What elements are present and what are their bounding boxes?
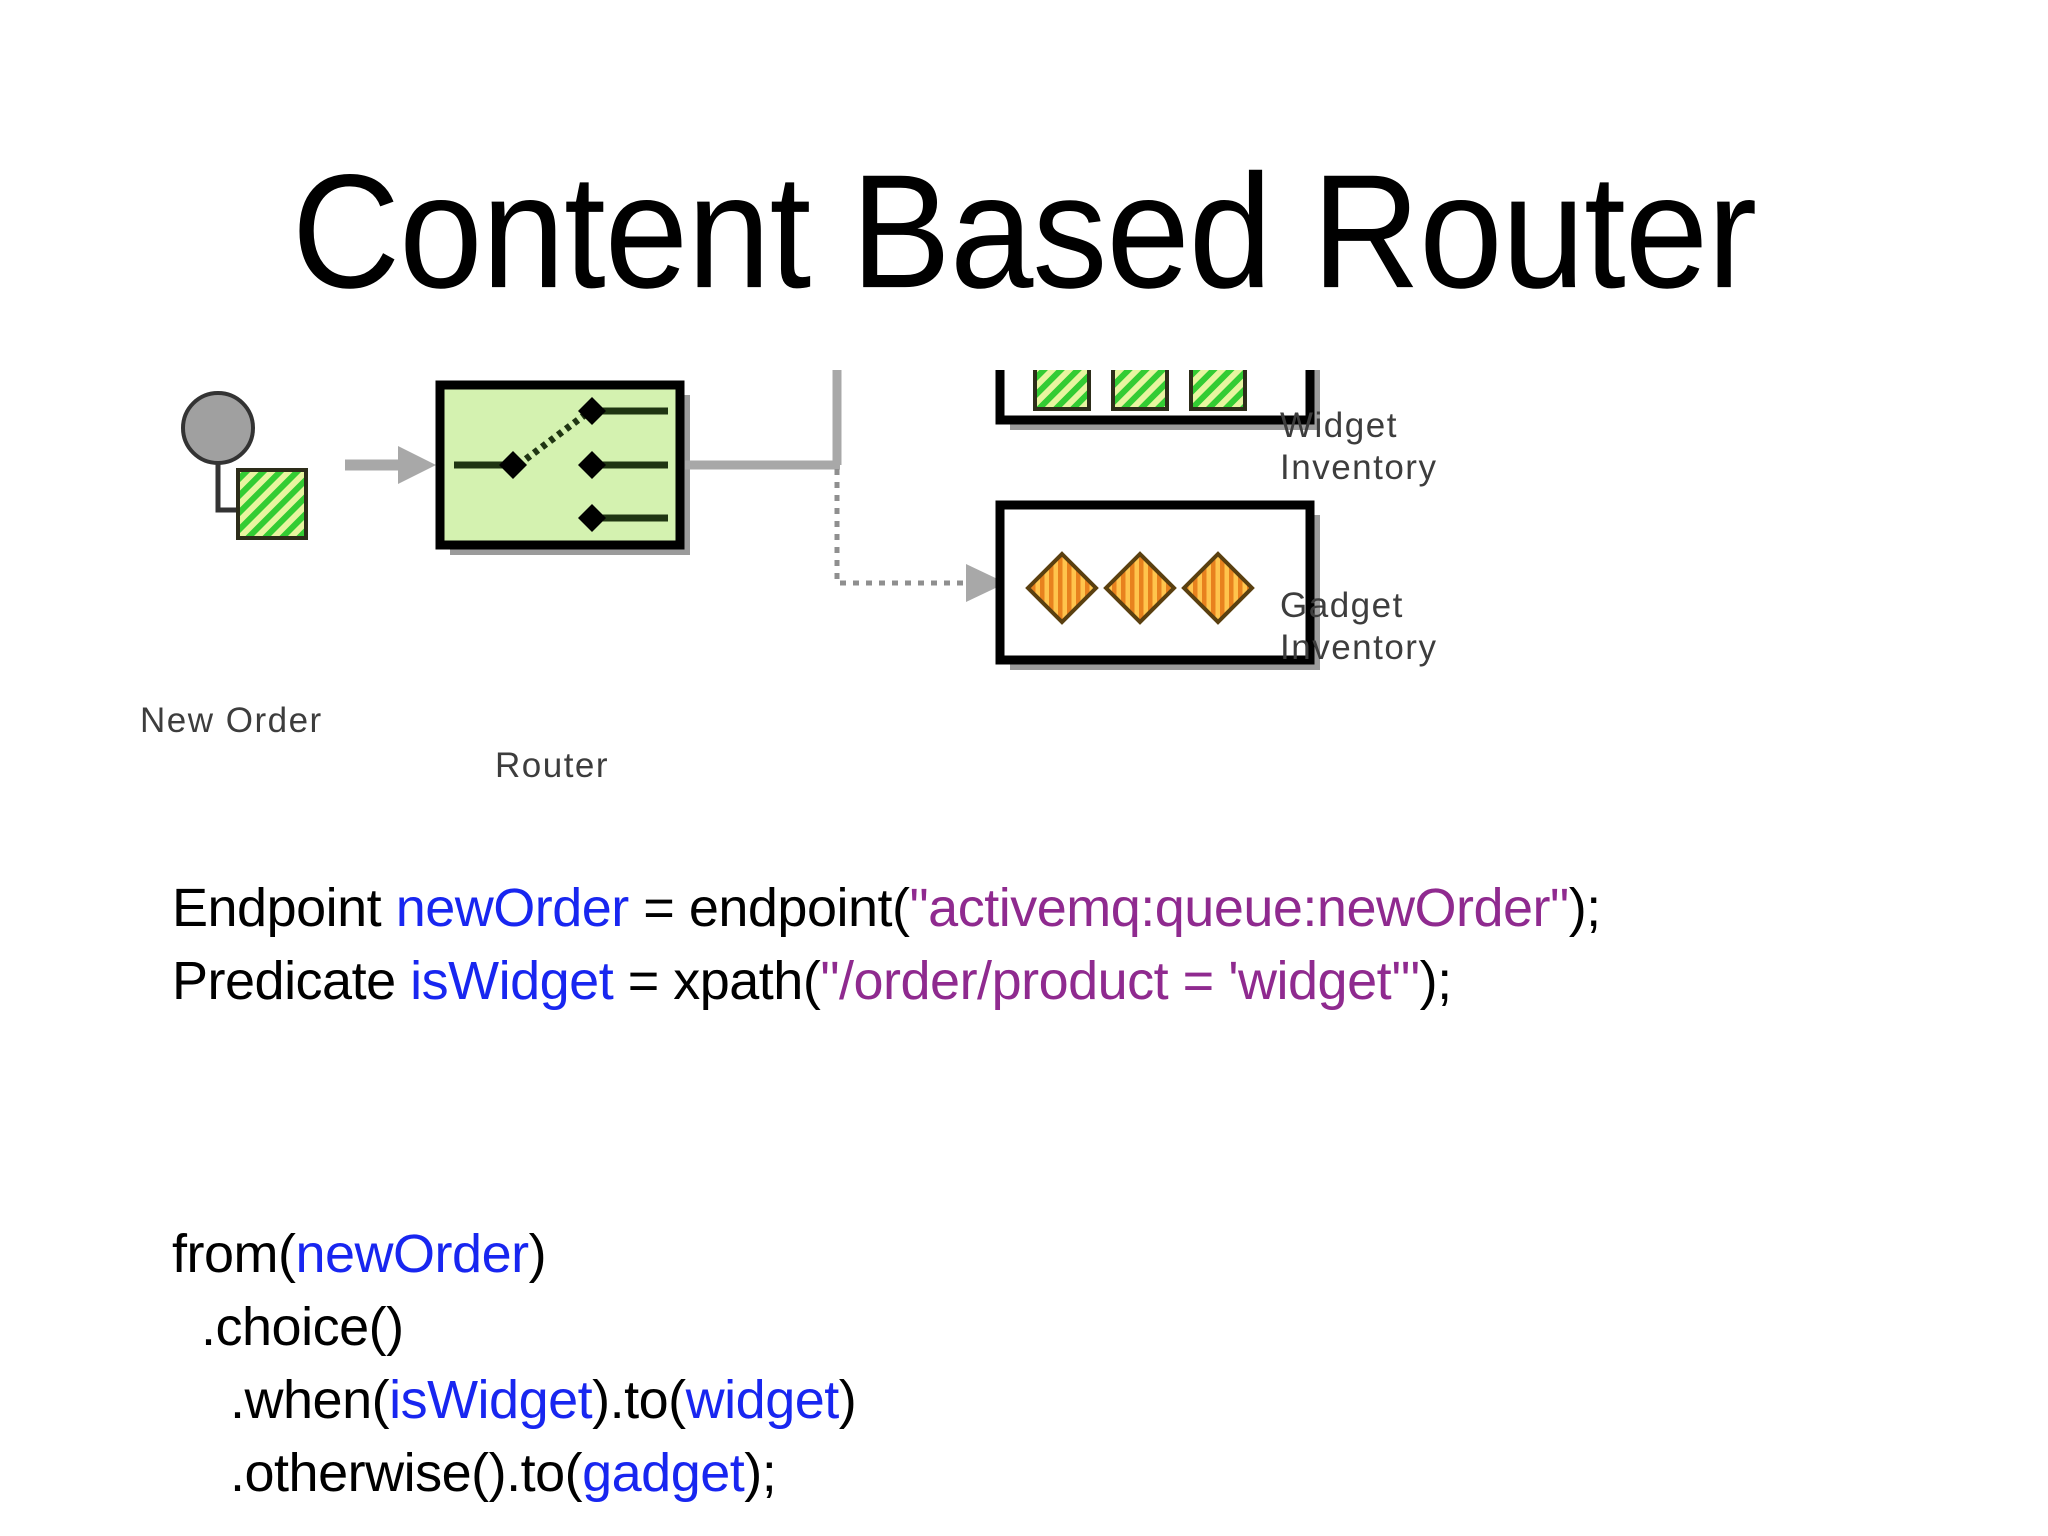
code-token-string: "activemq:queue:newOrder" [909, 878, 1570, 938]
code-line: .otherwise().to(gadget); [172, 1437, 856, 1510]
code-line: from(newOrder) [172, 1218, 856, 1291]
code-token-plain: = endpoint( [628, 878, 910, 938]
green-hatched-message-icon [236, 468, 308, 540]
code-token-ident: newOrder [295, 1224, 529, 1284]
orange-striped-diamond-icon [1103, 551, 1177, 625]
code-token-plain: ).to( [592, 1370, 686, 1430]
green-hatched-square-icon [1111, 370, 1169, 411]
code-line: .when(isWidget).to(widget) [172, 1364, 857, 1437]
orange-striped-diamond-icon [1025, 551, 1099, 625]
code-block-declarations: Endpoint newOrder = endpoint("activemq:q… [172, 872, 1601, 1018]
code-token-plain: Predicate [172, 951, 411, 1011]
label-gadget-inventory-line2: Inventory [1280, 628, 1438, 667]
code-token-plain: ) [528, 1224, 547, 1284]
code-token-ident: widget [685, 1370, 840, 1430]
router-branch-connectors [685, 370, 1006, 602]
diagram-canvas [181, 370, 1320, 670]
arrow-right-icon-source-to-router [345, 446, 436, 484]
page-title: Content Based Router [291, 140, 1757, 322]
code-token-ident: gadget [582, 1443, 745, 1503]
label-gadget-inventory-line1: Gadget [1280, 586, 1404, 625]
content-based-router-switch-icon [435, 380, 690, 555]
code-token-plain: .when( [172, 1370, 390, 1430]
green-hatched-square-icon [1033, 370, 1091, 411]
code-token-plain: Endpoint [172, 878, 396, 938]
code-line: .choice() [172, 1291, 856, 1364]
code-token-ident: isWidget [389, 1370, 593, 1430]
code-token-plain: ); [1568, 878, 1602, 938]
label-widget-inventory: Widget Inventory [1280, 405, 1437, 489]
code-block-route: from(newOrder) .choice() .when(isWidget)… [172, 1218, 857, 1510]
orange-striped-diamond-icon [1181, 551, 1255, 625]
code-token-plain: .choice() [172, 1297, 404, 1357]
label-widget-inventory-line1: Widget [1280, 406, 1398, 445]
code-token-plain: ); [744, 1443, 777, 1503]
code-token-plain: from( [172, 1224, 296, 1284]
code-line: Endpoint newOrder = endpoint("activemq:q… [172, 872, 1601, 945]
label-new-order: New Order [140, 701, 323, 740]
label-gadget-inventory: Gadget Inventory [1280, 585, 1437, 669]
label-router: Router [495, 746, 610, 785]
gadget-inventory-box [995, 500, 1320, 670]
code-token-plain: ) [838, 1370, 857, 1430]
code-token-plain: = xpath( [613, 951, 821, 1011]
code-token-string: "/order/product = 'widget'" [820, 951, 1420, 1011]
code-token-plain: .otherwise().to( [172, 1443, 583, 1503]
widget-inventory-box [995, 370, 1320, 430]
code-token-plain: ); [1419, 951, 1453, 1011]
label-widget-inventory-line2: Inventory [1280, 448, 1438, 487]
code-line: Predicate isWidget = xpath("/order/produ… [172, 945, 1601, 1018]
content-based-router-diagram: New Order Router Widget Inventory Gadget… [140, 370, 1930, 810]
green-hatched-square-icon [1189, 370, 1247, 411]
code-token-ident: newOrder [395, 878, 630, 938]
code-token-ident: isWidget [410, 951, 614, 1011]
